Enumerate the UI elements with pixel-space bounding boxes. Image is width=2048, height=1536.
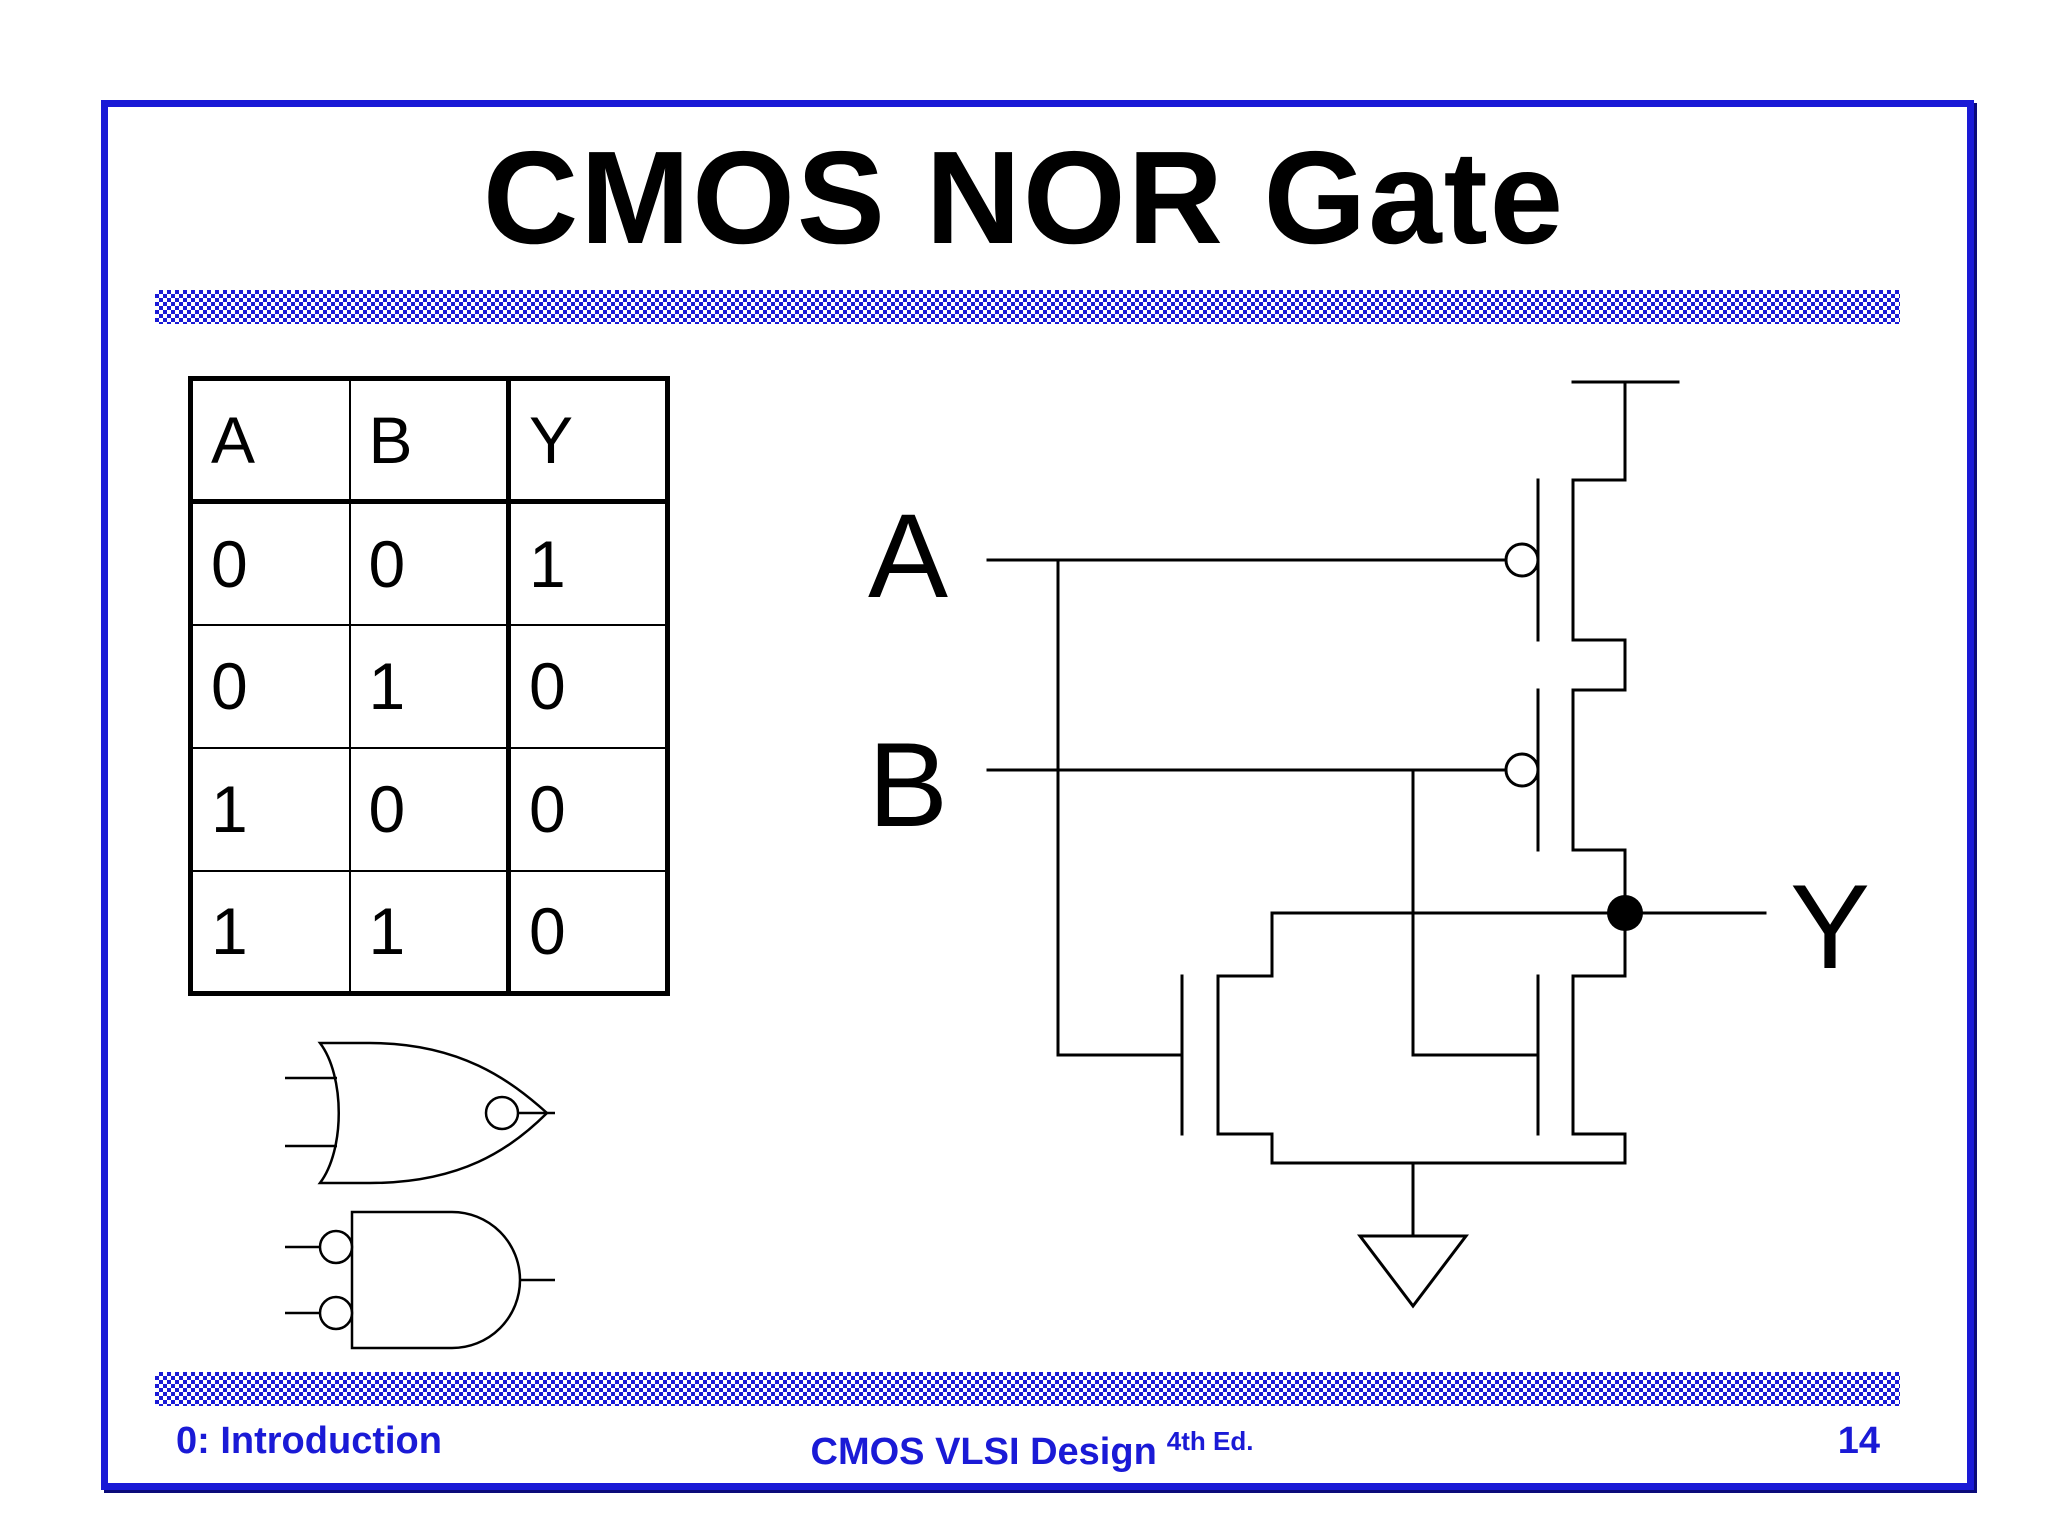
cell-a: 1 xyxy=(189,869,351,995)
cell-y: 0 xyxy=(506,623,669,749)
footer-course-title: CMOS VLSI Design xyxy=(810,1431,1157,1473)
header-y: Y xyxy=(506,377,669,504)
truth-table: A B Y 0 0 1 0 1 0 1 0 0 1 1 0 xyxy=(188,376,670,996)
cell-b: 1 xyxy=(348,869,510,995)
truth-table-header-row: A B Y xyxy=(189,377,669,504)
cell-b: 1 xyxy=(348,623,510,749)
input-b-label: B xyxy=(868,718,948,852)
nmos-transistor-a xyxy=(1180,974,1274,1165)
cell-y: 1 xyxy=(506,500,669,626)
cell-y: 0 xyxy=(506,746,669,872)
slide-title: CMOS NOR Gate xyxy=(482,124,1566,271)
table-row: 0 1 0 xyxy=(189,623,669,749)
header-a: A xyxy=(189,377,351,504)
pmos-transistor-b xyxy=(1504,688,1627,978)
vdd-rail-icon xyxy=(1571,380,1680,482)
input-a-label: A xyxy=(868,489,948,623)
header-b: B xyxy=(348,377,510,504)
ground-symbol-icon xyxy=(1356,1161,1470,1309)
nor-gate-icon xyxy=(285,1041,555,1185)
pmos-transistor-a xyxy=(1504,478,1627,692)
footer-section-label: 0: Introduction xyxy=(176,1420,442,1462)
table-row: 1 1 0 xyxy=(189,869,669,995)
and-gate-inverted-inputs-icon xyxy=(285,1210,555,1350)
output-node-dot xyxy=(1607,895,1643,931)
footer-divider-bar xyxy=(155,1372,1900,1406)
footer-page-number: 14 xyxy=(1837,1420,1880,1462)
cell-b: 0 xyxy=(348,500,510,626)
cell-b: 0 xyxy=(348,746,510,872)
title-divider-bar xyxy=(155,290,1900,324)
cell-a: 1 xyxy=(189,746,351,872)
cell-a: 0 xyxy=(189,500,351,626)
footer-course-label: CMOS VLSI Design 4th Ed. xyxy=(0,1418,2048,1475)
table-row: 0 0 1 xyxy=(189,500,669,626)
footer-edition: 4th Ed. xyxy=(1166,1426,1254,1456)
output-y-label: Y xyxy=(1790,860,1870,994)
nmos-transistor-b xyxy=(1536,974,1627,1165)
slide-frame xyxy=(101,100,1974,1490)
table-row: 1 0 0 xyxy=(189,746,669,872)
cell-a: 0 xyxy=(189,623,351,749)
cell-y: 0 xyxy=(506,869,669,995)
